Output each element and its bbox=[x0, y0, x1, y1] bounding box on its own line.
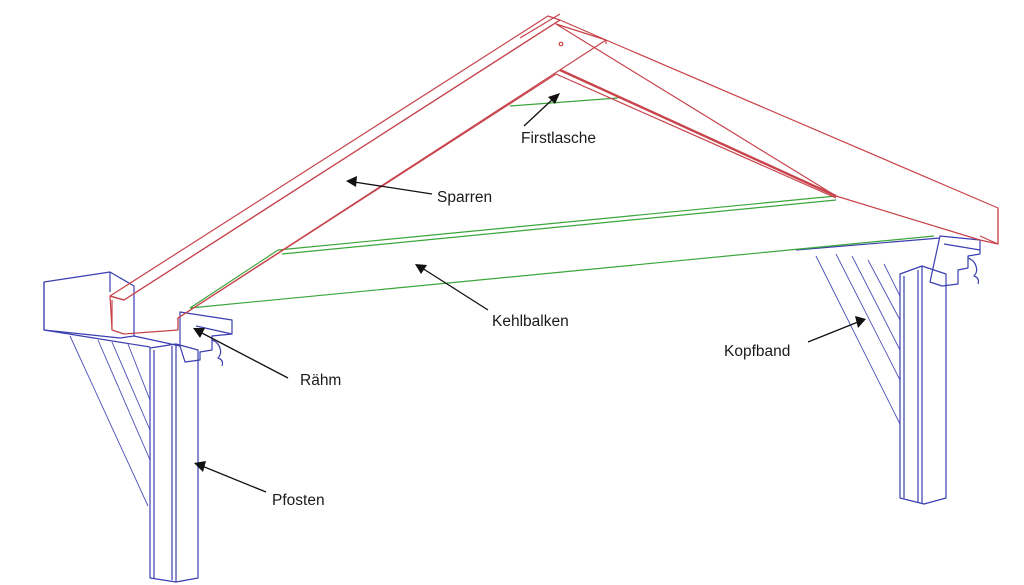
arrow-kopfband bbox=[807, 316, 866, 343]
arrow-kehlbalken bbox=[415, 264, 489, 311]
right-kopfband-brace bbox=[815, 253, 901, 425]
right-sparren-rafter bbox=[555, 23, 999, 245]
right-pfosten-post bbox=[899, 265, 947, 505]
label-sparren: Sparren bbox=[437, 189, 492, 206]
right-raehm-beam bbox=[795, 235, 981, 287]
left-kopfband-brace bbox=[69, 335, 151, 507]
left-sparren-rafter bbox=[109, 13, 607, 335]
firstlasche-ridge-plate bbox=[509, 97, 619, 107]
arrow-pfosten bbox=[194, 461, 267, 493]
arrow-sparren bbox=[346, 176, 433, 195]
label-firstlasche: Firstlasche bbox=[521, 130, 596, 147]
label-pfosten: Pfosten bbox=[272, 492, 325, 509]
kehlbalken-collar-beam bbox=[189, 195, 935, 309]
left-pfosten-post bbox=[149, 343, 199, 583]
label-kopfband: Kopfband bbox=[724, 343, 790, 360]
label-kehlbalken: Kehlbalken bbox=[492, 313, 569, 330]
arrow-raehm bbox=[193, 328, 289, 379]
arrow-firstlasche bbox=[523, 93, 560, 127]
label-raehm: Rähm bbox=[300, 372, 341, 389]
left-raehm-beam bbox=[43, 271, 233, 367]
